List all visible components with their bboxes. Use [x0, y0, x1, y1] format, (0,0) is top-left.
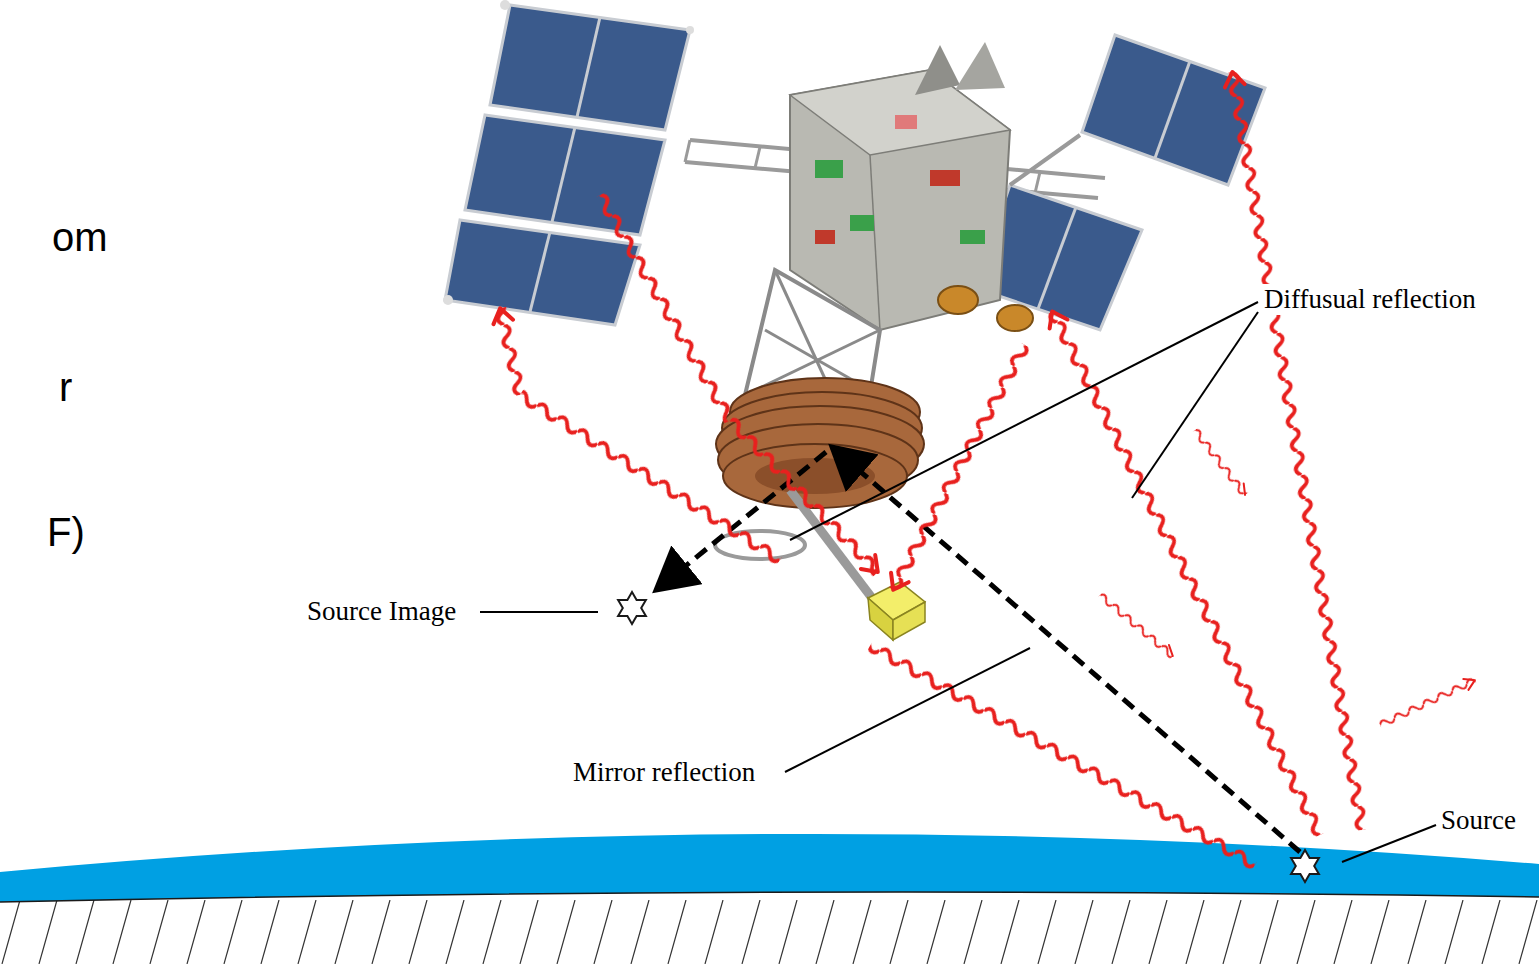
ground-hatch	[0, 900, 1539, 964]
source-star	[1291, 850, 1319, 882]
callout-label: Source Image	[305, 596, 458, 627]
ground-line	[0, 892, 1539, 902]
label-holder: Source	[1439, 805, 1518, 836]
label-holder: F)	[45, 509, 87, 555]
slide-text-fragment: F)	[45, 509, 87, 555]
satellite	[443, 0, 1265, 640]
radiation-rays	[490, 70, 1478, 873]
callout-label: Diffusual reflection	[1262, 284, 1478, 315]
image-path	[656, 452, 826, 590]
slide-text-fragment: om	[50, 214, 110, 260]
slide-text-fragment: r	[57, 364, 74, 410]
callout-label: Source	[1439, 805, 1518, 836]
label-holder: Mirror reflection	[571, 757, 757, 788]
label-holder: r	[57, 364, 74, 410]
source-image-star	[618, 592, 646, 624]
label-holder: om	[50, 214, 110, 260]
sea-band	[0, 834, 1539, 902]
label-holder: Source Image	[305, 596, 458, 627]
leader-lines	[480, 302, 1436, 862]
label-holder: Diffusual reflection	[1262, 284, 1478, 315]
callout-label: Mirror reflection	[571, 757, 757, 788]
